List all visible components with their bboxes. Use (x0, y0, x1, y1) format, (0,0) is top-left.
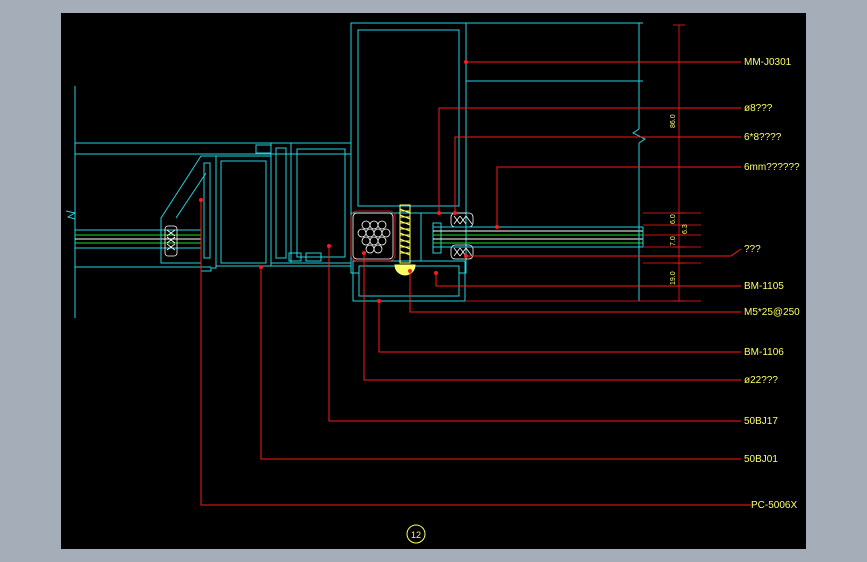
right-glazing-pocket (420, 212, 467, 262)
callout-6x8: 6*8???? (744, 132, 782, 143)
cad-drawing-canvas: 86.0 6.0 6.3 7.0 19.0 (61, 13, 806, 549)
leader-dots (199, 60, 499, 303)
right-glass-pane (433, 226, 644, 248)
right-gaskets (450, 212, 474, 260)
callout-50bj17: 50BJ17 (744, 416, 778, 427)
m5-bolt (394, 204, 416, 276)
dim-86: 86.0 (670, 114, 677, 128)
dim-63: 6.3 (682, 224, 689, 234)
vent-frame-profile (160, 142, 352, 272)
upper-right-lines (466, 22, 646, 301)
dimension-chain (466, 24, 701, 302)
callout-bm-1106: BM-1106 (744, 347, 784, 358)
callout-dia-8: ø8??? (744, 103, 773, 114)
callout-bm-1105: BM-1105 (744, 281, 784, 292)
left-gasket (164, 225, 178, 257)
callout-q3: ??? (744, 244, 761, 255)
insulator-outline (350, 210, 396, 262)
dim-19: 19.0 (670, 271, 677, 285)
sheet-number: 12 (411, 530, 421, 540)
callout-m5-bolt: M5*25@250 (744, 307, 800, 318)
insulator-left (352, 212, 394, 260)
callout-dia-22: ø22??? (744, 375, 778, 386)
callout-50bj01: 50BJ01 (744, 454, 778, 465)
left-wall-lines (65, 86, 351, 318)
left-glass-pane (75, 229, 202, 249)
leader-lines (200, 61, 751, 506)
callout-pc-5006x: PC-5006X (751, 500, 797, 511)
callout-mm-j0301: MM-J0301 (744, 57, 792, 68)
dim-6a: 6.0 (670, 214, 677, 224)
dim-70: 7.0 (670, 236, 677, 246)
callout-glass-6mm: 6mm?????? (744, 162, 800, 173)
sheet-number-bubble: 12 (406, 524, 426, 544)
curtain-wall-section-drawing: 86.0 6.0 6.3 7.0 19.0 (65, 22, 800, 544)
